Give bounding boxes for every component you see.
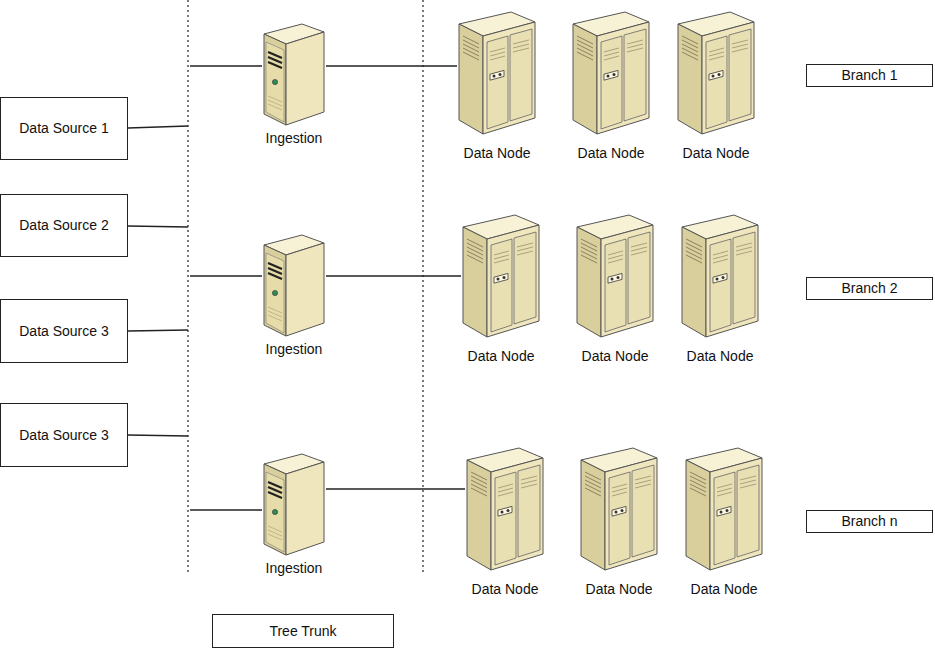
data-node-icon	[571, 10, 651, 135]
box-label: Branch 1	[841, 67, 897, 84]
data-node-server: Data Node	[465, 446, 545, 598]
data-node-icon	[461, 213, 541, 338]
data-node-server: Data Node	[579, 446, 659, 598]
label-box: Data Source 2	[0, 194, 128, 257]
data-node-icon	[465, 446, 545, 571]
data-node-icon	[575, 213, 655, 338]
server-icon	[262, 22, 326, 126]
server-icon	[262, 233, 326, 337]
data-node-server: Data Node	[676, 10, 756, 162]
server-label: Data Node	[470, 581, 541, 598]
box-label: Data Source 3	[19, 427, 109, 444]
label-box: Data Source 1	[0, 97, 128, 160]
label-box: Data Source 3	[0, 403, 128, 467]
label-box: Branch n	[806, 510, 933, 533]
box-label: Data Source 3	[19, 323, 109, 340]
data-node-server: Data Node	[461, 213, 541, 365]
connector	[326, 276, 461, 277]
box-label: Tree Trunk	[269, 623, 336, 640]
connector	[326, 489, 465, 490]
data-node-server: Data Node	[680, 213, 760, 365]
data-node-server: Data Node	[575, 213, 655, 365]
branch-boundary	[422, 0, 423, 573]
server-label: Ingestion	[264, 341, 325, 358]
box-label: Branch 2	[841, 280, 897, 297]
server-label: Data Node	[580, 348, 651, 365]
server-label: Data Node	[576, 145, 647, 162]
server-label: Data Node	[466, 348, 537, 365]
data-node-server: Data Node	[571, 10, 651, 162]
label-box: Branch 1	[806, 64, 933, 87]
data-node-icon	[684, 446, 764, 571]
ingestion-stubs	[190, 66, 262, 510]
server-label: Ingestion	[264, 130, 325, 147]
label-box: Data Source 3	[0, 299, 128, 363]
server-label: Data Node	[462, 145, 533, 162]
data-node-icon	[680, 213, 760, 338]
data-node-icon	[676, 10, 756, 135]
trunk-boundary	[187, 0, 188, 573]
box-label: Data Source 1	[19, 120, 109, 137]
box-label: Data Source 2	[19, 217, 109, 234]
ingestion-server: Ingestion	[262, 22, 326, 147]
server-label: Data Node	[685, 348, 756, 365]
data-node-server: Data Node	[457, 10, 537, 162]
label-box: Tree Trunk	[212, 614, 394, 648]
data-node-icon	[457, 10, 537, 135]
data-node-icon	[579, 446, 659, 571]
box-label: Branch n	[841, 513, 897, 530]
server-icon	[262, 452, 326, 556]
data-node-server: Data Node	[684, 446, 764, 598]
server-label: Ingestion	[264, 560, 325, 577]
source-stubs	[128, 126, 188, 436]
server-label: Data Node	[689, 581, 760, 598]
label-box: Branch 2	[806, 277, 933, 300]
ingestion-server: Ingestion	[262, 452, 326, 577]
ingestion-server: Ingestion	[262, 233, 326, 358]
connector	[326, 66, 457, 67]
server-label: Data Node	[681, 145, 752, 162]
server-label: Data Node	[584, 581, 655, 598]
